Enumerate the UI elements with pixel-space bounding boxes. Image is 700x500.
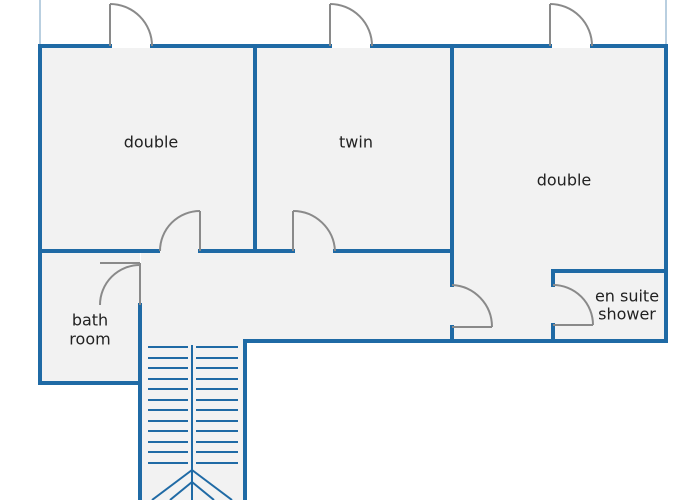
door-top-left — [109, 3, 153, 47]
door-double-left — [159, 210, 201, 252]
bedroom-right-floor — [452, 48, 666, 340]
upper-edge-lines — [39, 0, 667, 46]
staircase — [148, 345, 238, 500]
door-bathroom — [99, 262, 141, 306]
bedroom-middle-floor — [256, 48, 452, 251]
bedroom-middle-label: twin — [339, 133, 373, 152]
floor-areas — [40, 48, 666, 500]
bathroom-label-line2: room — [69, 330, 110, 349]
door-twin — [292, 209, 336, 252]
bedroom-left-label: double — [124, 133, 179, 152]
bathroom-floor — [40, 251, 140, 383]
ensuite-label-line2: shower — [598, 305, 656, 324]
ensuite-label-line1: en suite — [595, 287, 659, 306]
bedroom-right-label: double — [537, 171, 592, 190]
door-top-middle — [329, 3, 373, 47]
bedroom-left-floor — [40, 48, 254, 251]
door-double-right — [451, 284, 494, 328]
doors — [99, 3, 594, 328]
hallway-floor — [141, 251, 452, 340]
door-ensuite — [552, 284, 594, 326]
bathroom-label-line1: bath — [72, 311, 108, 330]
door-top-right — [549, 3, 593, 47]
walls — [38, 44, 668, 500]
